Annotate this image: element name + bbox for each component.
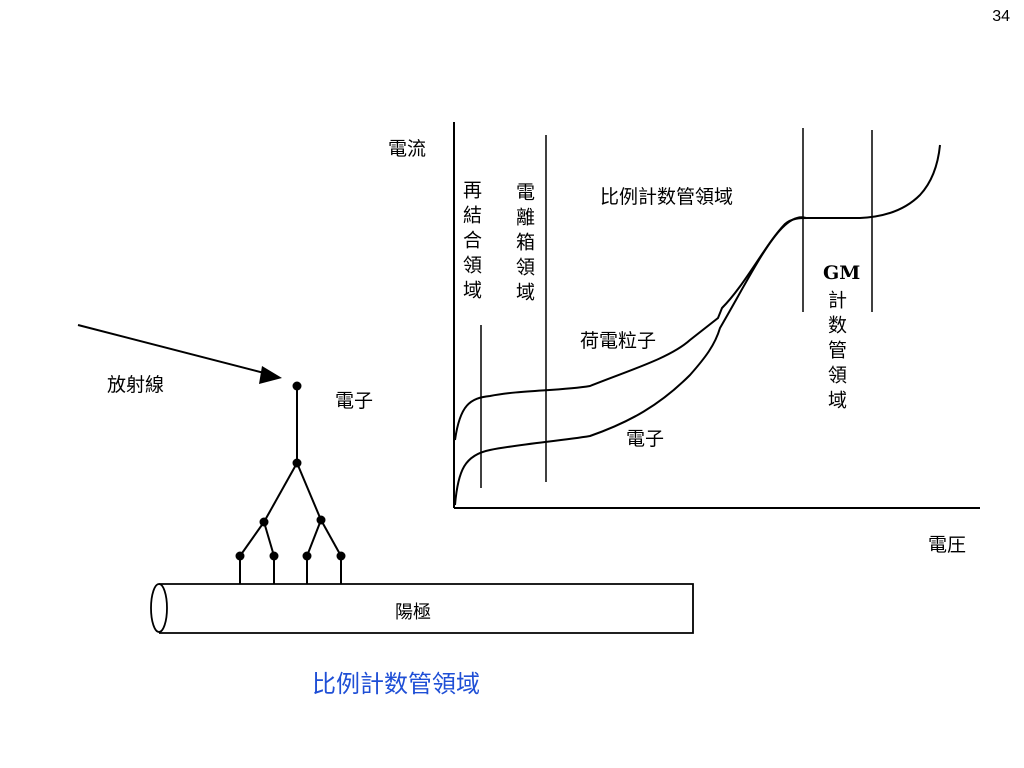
radiation-arrow — [77, 324, 269, 375]
page-number: 34 — [992, 8, 1010, 25]
electron-label: 電子 — [335, 390, 374, 412]
region-ionization-label: 電離箱領域 — [513, 182, 535, 307]
region-recombination-label: 再結合領域 — [460, 180, 482, 305]
region-proportional-label: 比例計数管領域 — [600, 186, 734, 208]
curve-electron — [454, 216, 807, 506]
region-gm-prefix: GM — [823, 262, 861, 284]
radiation-label: 放射線 — [107, 374, 165, 396]
curve-charged-particle — [454, 144, 941, 441]
electron-dots — [235, 381, 346, 561]
slide-caption: 比例計数管領域 — [312, 670, 480, 698]
arrowhead — [259, 366, 282, 384]
anode-label: 陽極 — [395, 602, 431, 623]
x-axis-label: 電圧 — [928, 534, 967, 556]
curve-label-charged-particle: 荷電粒子 — [580, 330, 657, 352]
electron-cascade — [239, 386, 342, 584]
curve-label-electron: 電子 — [626, 428, 665, 450]
region-gm-label: 計数管領域 — [825, 290, 847, 415]
anode-cylinder — [150, 583, 694, 634]
y-axis-label: 電流 — [388, 138, 427, 160]
